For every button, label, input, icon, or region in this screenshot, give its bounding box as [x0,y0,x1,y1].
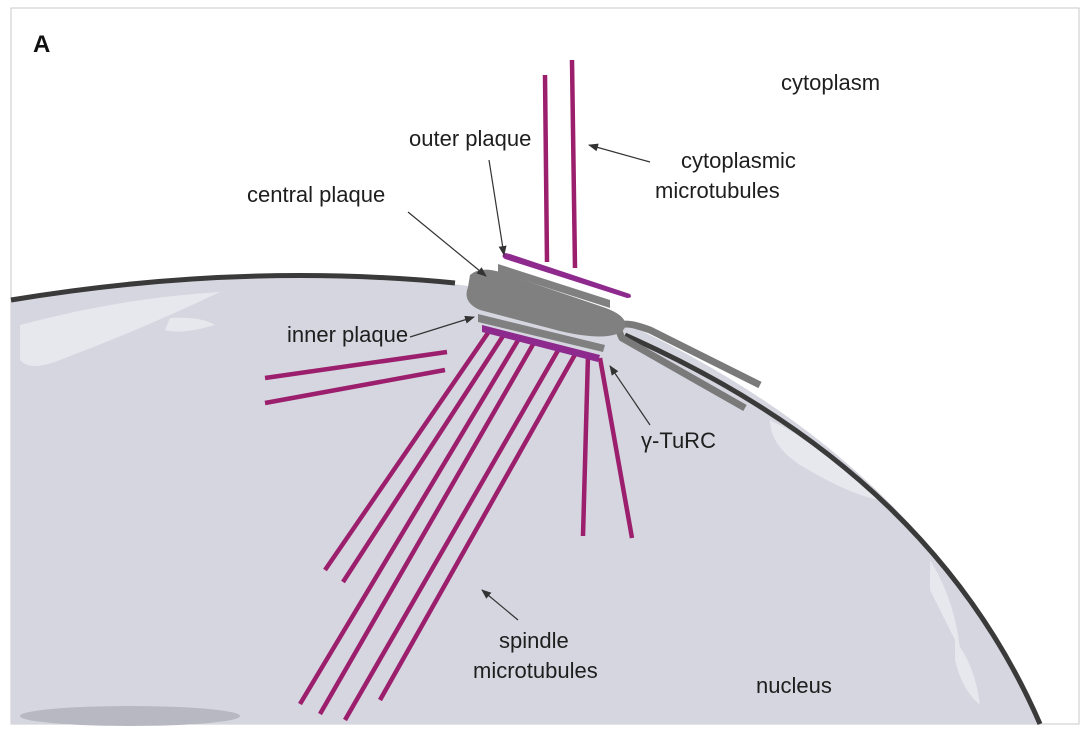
spindle-microtubules-label-line2: microtubules [473,658,598,683]
gamma-turc-label: γ-TuRC [641,428,716,453]
cytoplasm-label: cytoplasm [781,70,880,95]
central-plaque-label: central plaque [247,182,385,207]
outer-plaque-label: outer plaque [409,126,531,151]
panel-letter: A [33,31,50,58]
nucleus-shadow [20,706,240,726]
central-plaque-arrow [408,212,486,276]
cytoplasmic-microtubules-arrow [589,145,650,162]
cytoplasmic-microtubules [545,60,575,268]
nucleus-label: nucleus [756,673,832,698]
cytoplasmic-microtubules-label-line1: cytoplasmic [681,148,796,173]
cytoplasmic-microtubule [572,60,575,268]
cytoplasmic-microtubules-label-line2: microtubules [655,178,780,203]
cytoplasmic-microtubule [545,75,547,262]
inner-plaque-label: inner plaque [287,322,408,347]
outer-plaque-arrow [489,160,504,255]
spindle-microtubules-label-line1: spindle [499,628,569,653]
